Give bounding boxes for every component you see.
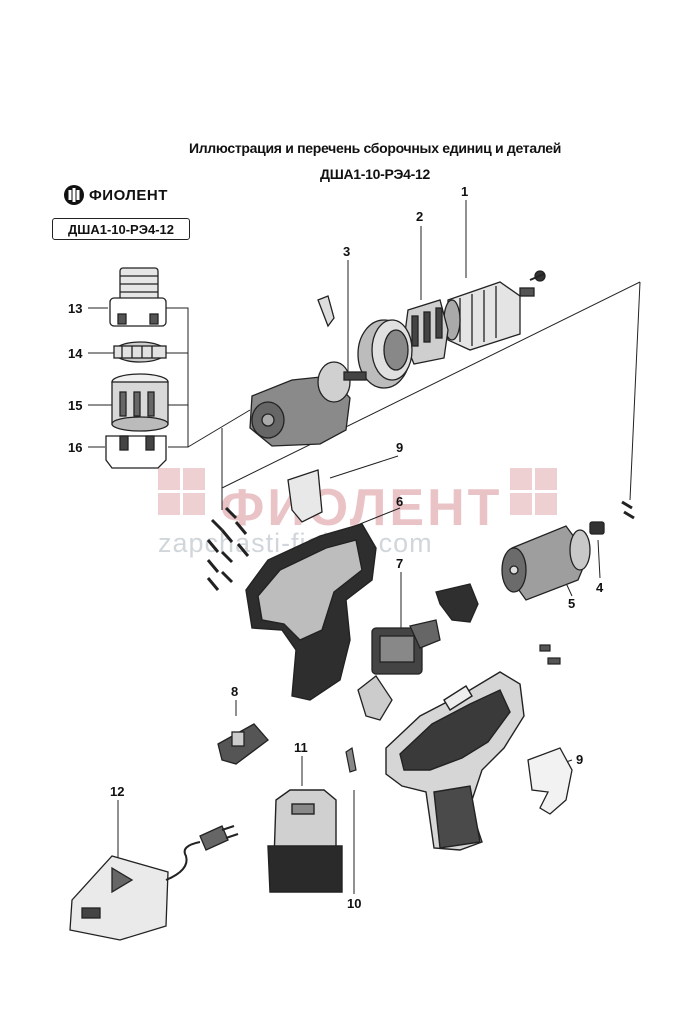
part-11-battery	[267, 789, 343, 893]
model-badge: ДША1-10-РЭ4-12	[52, 218, 190, 240]
gearbox-body	[249, 361, 367, 447]
callout-9-top: 9	[396, 440, 403, 455]
main-housing	[385, 671, 525, 851]
callout-8: 8	[231, 684, 238, 699]
callout-6: 6	[396, 494, 403, 509]
callout-4: 4	[596, 580, 604, 595]
part-1-chuck	[443, 270, 546, 351]
watermark-squares	[158, 468, 557, 515]
callout-14: 14	[68, 346, 83, 361]
callout-9-bottom: 9	[576, 752, 583, 767]
part-16-retainer	[105, 435, 167, 469]
fiolent-logo-icon	[64, 185, 84, 205]
part-2-clutch-ring	[403, 299, 449, 365]
part-12-charger	[69, 825, 239, 941]
callout-1: 1	[461, 184, 468, 199]
callout-7: 7	[396, 556, 403, 571]
callout-13: 13	[68, 301, 82, 316]
callout-3: 3	[343, 244, 350, 259]
screws-set	[206, 500, 635, 591]
part-14-ring-gear	[113, 341, 167, 363]
part-13-threaded-collar	[109, 267, 167, 327]
part-4-pinion	[589, 521, 605, 535]
part-8-latch	[217, 723, 269, 765]
part-3-gear-housing	[317, 295, 413, 389]
page-subtitle: ДША1-10-РЭ4-12	[320, 166, 430, 182]
part-5-motor	[501, 525, 591, 601]
callout-16: 16	[68, 440, 82, 455]
part-9-clip-top	[287, 469, 323, 523]
page-title: Иллюстрация и перечень сборочных единиц …	[188, 140, 562, 156]
part-10-contact	[345, 746, 357, 773]
callout-11: 11	[294, 740, 308, 755]
callout-5: 5	[568, 596, 575, 611]
brand-name: ФИОЛЕНТ	[89, 186, 168, 204]
callout-12: 12	[110, 784, 124, 799]
switch-bracket	[435, 583, 479, 623]
brush-pins	[539, 644, 561, 665]
part-6-housing-half	[245, 523, 377, 701]
callout-15: 15	[68, 398, 82, 413]
callout-2: 2	[416, 209, 423, 224]
callout-10: 10	[347, 896, 361, 911]
part-15-clutch-cage	[111, 373, 169, 432]
part-7-switch	[357, 619, 441, 721]
brand-logo: ФИОЛЕНТ	[63, 184, 168, 206]
part-9-side-cover	[527, 747, 573, 815]
